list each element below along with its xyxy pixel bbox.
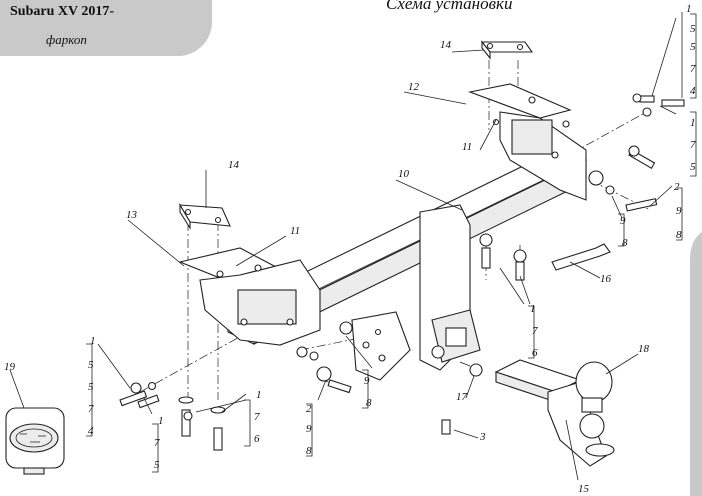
fastener-set-right-top: [588, 93, 685, 212]
callout-stacks: [86, 13, 697, 473]
callout-14-right: 14: [440, 39, 452, 51]
callout-9-stack-f: 9: [364, 375, 370, 387]
callout-9-stack-g: 9: [306, 423, 312, 435]
callout-11-left: 11: [290, 225, 300, 237]
callout-1-stack-b: 1: [690, 117, 696, 129]
callout-5-stack-a: 5: [690, 23, 696, 35]
product-subtitle: фаркоп: [46, 32, 87, 47]
callout-1-stack-i: 1: [158, 415, 164, 427]
page-edge: [690, 232, 702, 496]
subaru-socket-cover: [5, 407, 65, 475]
callout-5-stack-j: 5: [88, 359, 94, 371]
callout-7-stack-a: 7: [690, 63, 696, 75]
callout-15: 15: [578, 483, 590, 495]
callout-7-stack-j: 7: [88, 403, 94, 415]
fastener-set-left: [119, 381, 226, 451]
callout-14-left: 14: [228, 159, 240, 171]
diagram-title: Схема установки: [386, 0, 513, 13]
callout-5-stack-b: 5: [690, 161, 696, 173]
callout-8-stack-d: 8: [622, 237, 628, 249]
callout-2-stack-c: 2: [674, 181, 680, 193]
pin-and-clip: [441, 243, 611, 435]
callout-1-stack-h: 1: [256, 389, 262, 401]
callout-9-stack-c: 9: [676, 205, 682, 217]
left-mounting-bracket: [178, 247, 321, 346]
leader-lines: [9, 12, 683, 481]
left-top-plate: [178, 202, 231, 230]
callout-18: 18: [638, 343, 650, 355]
callout-19: 19: [4, 361, 16, 373]
callout-8-stack-g: 8: [306, 445, 312, 457]
callout-3: 3: [479, 431, 486, 443]
callout-2-stack-g: 2: [306, 403, 312, 415]
callout-4-stack-j: 4: [88, 425, 94, 437]
callout-5-stack-a2: 5: [690, 41, 696, 53]
callout-6-stack-e: 6: [532, 347, 538, 359]
callout-8-stack-f: 8: [366, 397, 372, 409]
callout-7-stack-i: 7: [154, 437, 160, 449]
callout-5-stack-j2: 5: [88, 381, 94, 393]
callout-5-stack-i: 5: [154, 459, 160, 471]
callout-1-stack-a: 1: [686, 3, 692, 15]
callout-1-stack-j: 1: [90, 335, 96, 347]
callout-17: 17: [456, 391, 468, 403]
callout-9-stack-d: 9: [620, 215, 626, 227]
vehicle-title: Subaru XV 2017-: [10, 4, 114, 19]
callout-10: 10: [398, 168, 410, 180]
receiver-assembly: [351, 204, 481, 381]
callout-6-stack-h: 6: [254, 433, 260, 445]
callout-13: 13: [126, 209, 138, 221]
right-top-plate: [480, 40, 534, 60]
ball-mount: [494, 359, 615, 467]
callout-12: 12: [408, 81, 420, 93]
right-mounting-bracket: [467, 83, 587, 201]
callout-16: 16: [600, 273, 612, 285]
callout-1-stack-e: 1: [530, 303, 536, 315]
callout-7-stack-h: 7: [254, 411, 260, 423]
callout-labels: 14 12 11 10 14 13 11 16 18 17 3 15 19 1 …: [4, 3, 696, 495]
callout-7-stack-e: 7: [532, 325, 538, 337]
callout-11-right: 11: [462, 141, 472, 153]
header-tab: Subaru XV 2017- фаркоп: [0, 0, 212, 56]
callout-4-stack-a: 4: [690, 85, 696, 97]
callout-7-stack-b: 7: [690, 139, 696, 151]
callout-8-stack-c: 8: [676, 229, 682, 241]
fastener-set-center: [296, 233, 527, 394]
